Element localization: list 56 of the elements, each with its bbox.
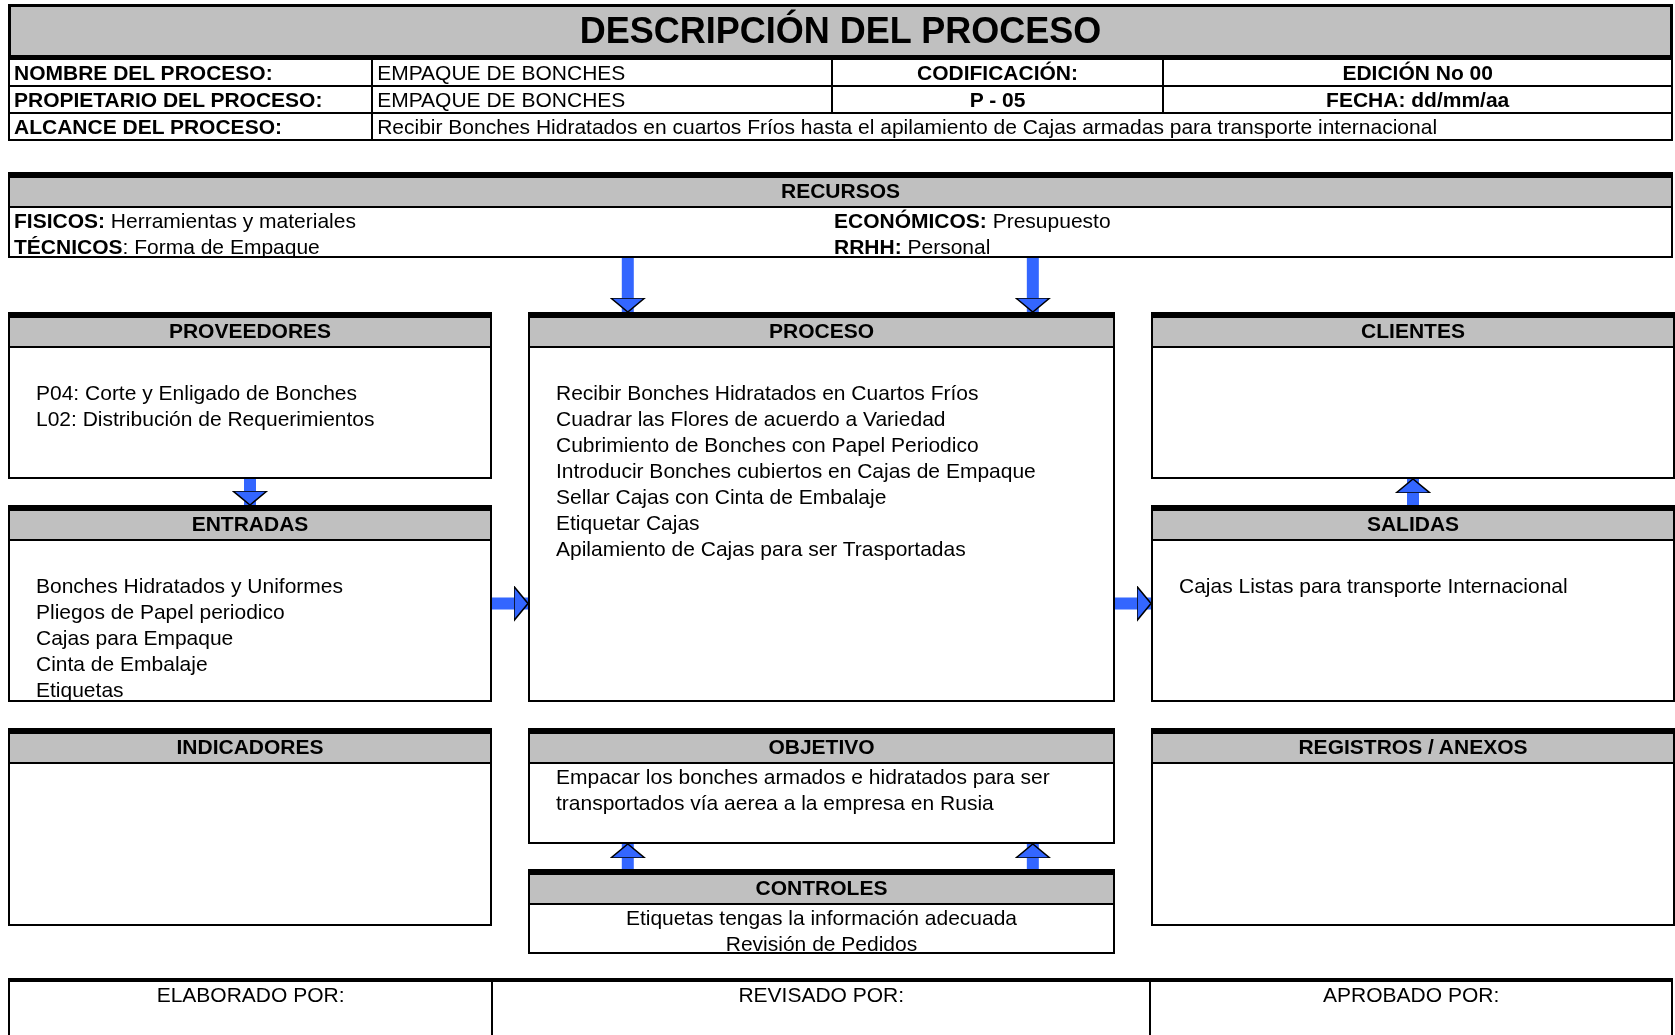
body-text: Etiquetas tengas la información adecuada xyxy=(624,905,1019,931)
body-text: Etiquetar Cajas xyxy=(556,510,701,536)
body-text: Cuadrar las Flores de acuerdo a Variedad xyxy=(556,406,947,432)
form-title: DESCRIPCIÓN DEL PROCESO xyxy=(8,4,1673,58)
body-text: Introducir Bonches cubiertos en Cajas de Empaque xyxy=(556,458,1037,484)
section-heading: CLIENTES xyxy=(1153,314,1673,348)
resource-text: ECONÓMICOS: Presupuesto xyxy=(834,208,1112,234)
body-text: Cinta de Embalaje xyxy=(36,651,209,677)
section-heading: INDICADORES xyxy=(10,730,490,764)
body-text: Bonches Hidratados y Uniformes xyxy=(36,573,344,599)
resource-text: RRHH: Personal xyxy=(834,234,992,260)
body-text: Recibir Bonches Hidratados en Cuartos Fríos xyxy=(556,380,980,406)
body-text: Cubrimiento de Bonches con Papel Periodico xyxy=(556,432,980,458)
body-text: Apilamiento de Cajas para ser Trasportadas xyxy=(556,536,967,562)
body-text: Cajas para Empaque xyxy=(36,625,235,651)
form-label: PROPIETARIO DEL PROCESO: xyxy=(9,86,373,113)
form-value: EMPAQUE DE BONCHES xyxy=(372,59,832,86)
body-text: L02: Distribución de Requerimientos xyxy=(36,406,376,432)
section-heading: PROVEEDORES xyxy=(10,314,490,348)
section-panel xyxy=(1151,728,1675,926)
form-value: P - 05 xyxy=(831,86,1164,113)
section-panel xyxy=(1151,312,1675,479)
section-heading: SALIDAS xyxy=(1153,507,1673,541)
section-panel xyxy=(8,172,1673,258)
section-panel xyxy=(8,312,492,479)
form-value: EDICIÓN No 00 xyxy=(1163,59,1672,86)
form-label: ALCANCE DEL PROCESO: xyxy=(9,113,373,140)
signature-label: APROBADO POR: xyxy=(1150,980,1672,1035)
body-text: Revisión de Pedidos xyxy=(724,931,919,957)
section-heading: OBJETIVO xyxy=(530,730,1113,764)
body-text: Cajas Listas para transporte Internacional xyxy=(1179,573,1569,599)
form-label: NOMBRE DEL PROCESO: xyxy=(9,59,373,86)
signature-label: ELABORADO POR: xyxy=(9,980,493,1035)
body-text: P04: Corte y Enligado de Bonches xyxy=(36,380,359,406)
form-value: CODIFICACIÓN: xyxy=(831,59,1164,86)
section-panel xyxy=(8,505,492,702)
body-text: Pliegos de Papel periodico xyxy=(36,599,286,625)
section-panel xyxy=(528,312,1115,702)
section-panel xyxy=(528,728,1115,844)
resource-text: FISICOS: Herramientas y materiales xyxy=(14,208,357,234)
section-heading: ENTRADAS xyxy=(10,507,490,541)
body-text: Sellar Cajas con Cinta de Embalaje xyxy=(556,484,888,510)
section-heading: REGISTROS / ANEXOS xyxy=(1153,730,1673,764)
section-heading: PROCESO xyxy=(530,314,1113,348)
section-panel xyxy=(8,728,492,926)
section-panel xyxy=(1151,505,1675,702)
form-value: FECHA: dd/mm/aa xyxy=(1163,86,1672,113)
section-heading: CONTROLES xyxy=(530,871,1113,905)
section-heading: RECURSOS xyxy=(10,174,1671,208)
form-value: EMPAQUE DE BONCHES xyxy=(372,86,832,113)
section-panel xyxy=(528,869,1115,954)
form-value: Recibir Bonches Hidratados en cuartos Fríos hasta el apilamiento de Cajas armadas para transporte internacional xyxy=(372,113,1672,140)
body-text: Etiquetas xyxy=(36,677,125,703)
body-text: Empacar los bonches armados e hidratados para ser transportados vía aerea a la empresa en Rusia xyxy=(556,764,1051,816)
resource-text: TÉCNICOS: Forma de Empaque xyxy=(14,234,321,260)
signature-label: REVISADO POR: xyxy=(492,980,1151,1035)
